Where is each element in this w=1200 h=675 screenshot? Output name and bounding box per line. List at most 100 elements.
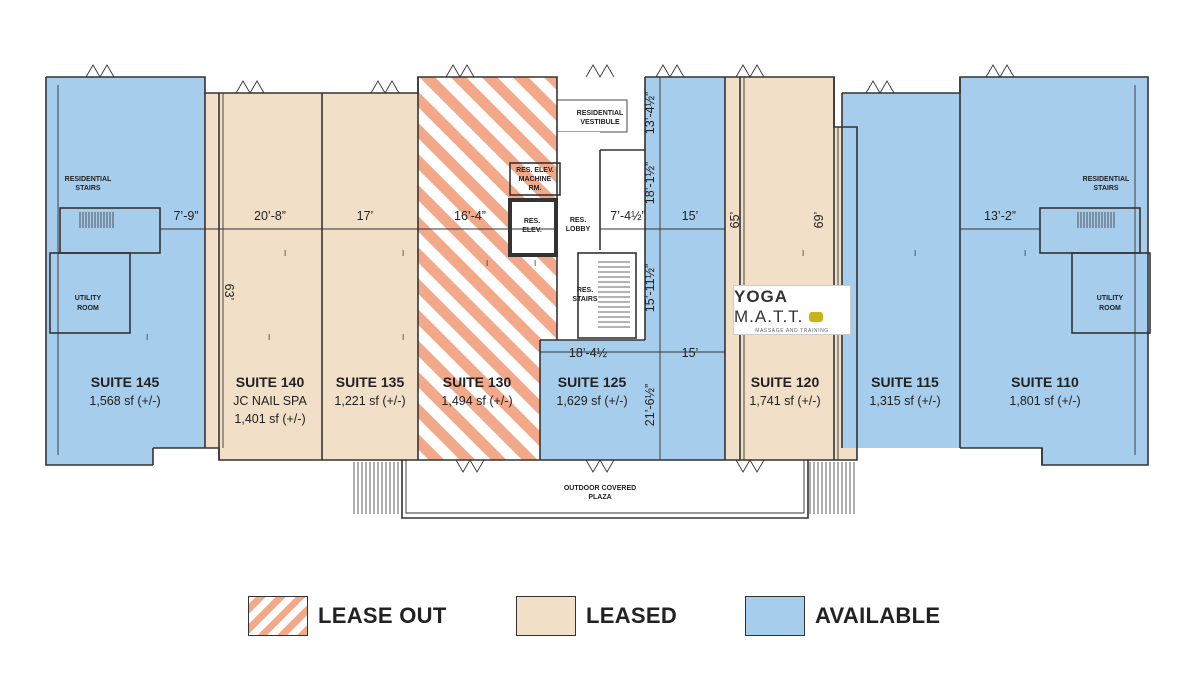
svg-text:I: I (402, 333, 404, 342)
logo-word-b: M.A.T.T. (734, 306, 804, 326)
label-res-stairs-right-2: STAIRS (1093, 185, 1118, 192)
fixture-marks: I I I I I I I I I I (146, 249, 1026, 342)
svg-text:I: I (1024, 249, 1026, 258)
label-res-vestibule-2: VESTIBULE (580, 119, 620, 126)
res-elev-machine-room[interactable] (509, 162, 561, 196)
label-utility-left-1: UTILITY (75, 295, 102, 302)
legend-swatch-available (745, 596, 805, 636)
dimension-labels: 7’-9” 20’-8” 17’ 16’-4” 7’-4½” 15’ 18’-4… (173, 92, 1015, 426)
utility-room-left[interactable] (49, 252, 131, 334)
walls (45, 76, 1149, 466)
dim-w125-bottom-a: 18’-4½ (569, 346, 608, 360)
logo-word-a: YOGA (734, 286, 789, 306)
label-res-lobby-1: RES. (570, 217, 586, 224)
dim-d140: 63’ (222, 284, 236, 301)
dim-w130: 16’-4” (454, 209, 486, 223)
room-labels: RESIDENTIAL STAIRS RESIDENTIAL STAIRS UT… (65, 110, 1130, 501)
suite-140-area-text: 1,401 sf (+/-) (234, 412, 305, 426)
suite-115-area-text: 1,315 sf (+/-) (869, 394, 940, 408)
label-res-stairs-left-2: STAIRS (75, 185, 100, 192)
dim-d125-d: 21’-6½” (643, 384, 657, 426)
legend-swatch-leased (516, 596, 576, 636)
label-res-stairs-center-2: STAIRS (572, 296, 597, 303)
dim-d125-a: 13’-4½” (643, 92, 657, 134)
suite-120-area-text: 1,741 sf (+/-) (749, 394, 820, 408)
dim-w140: 20’-8” (254, 209, 286, 223)
suite-140-area[interactable] (205, 93, 322, 460)
suite-120-title: SUITE 120 (751, 374, 820, 390)
label-res-elev-machine-1: RES. ELEV. (516, 167, 554, 174)
svg-text:I: I (402, 249, 404, 258)
suite-130-area-text: 1,494 sf (+/-) (441, 394, 512, 408)
suite-140-tenant: JC NAIL SPA (233, 394, 307, 408)
label-res-stairs-left-1: RESIDENTIAL (65, 176, 112, 183)
dim-w125-mid: 15’ (682, 209, 699, 223)
svg-text:I: I (802, 249, 804, 258)
logo-wordmark: YOGA M.A.T.T. (734, 287, 850, 327)
yoga-mat-icon (809, 312, 824, 323)
dim-w145: 7’-9” (173, 209, 198, 223)
label-res-vestibule-1: RESIDENTIAL (577, 110, 624, 117)
utility-room-right[interactable] (1071, 252, 1151, 334)
residential-lobby-core (557, 132, 645, 340)
legend-label-available: AVAILABLE (815, 603, 941, 628)
dim-d125-c: 15’-11½” (643, 264, 657, 312)
label-res-stairs-center-1: RES. (577, 287, 593, 294)
svg-text:I: I (534, 259, 536, 268)
label-utility-right-1: UTILITY (1097, 295, 1124, 302)
suite-135-area-text: 1,221 sf (+/-) (334, 394, 405, 408)
stair-treads (79, 212, 1115, 514)
svg-text:I: I (486, 259, 488, 268)
legend-leased: LEASED (516, 594, 677, 638)
storefront-doors (85, 64, 1015, 473)
dim-d120b: 69’ (812, 212, 826, 229)
suite-labels: SUITE 145 1,568 sf (+/-) SUITE 140 JC NA… (89, 374, 1080, 426)
dim-d125-b: 18’-1½” (643, 162, 657, 204)
dim-w135: 17’ (357, 209, 374, 223)
legend-label-lease-out: LEASE OUT (318, 603, 447, 628)
dim-w125-bottom-b: 15’ (682, 346, 699, 360)
suite-110-area-text: 1,801 sf (+/-) (1009, 394, 1080, 408)
suite-115-area[interactable] (842, 93, 960, 448)
label-plaza-1: OUTDOOR COVERED (564, 485, 636, 492)
label-res-elev-machine-3: RM. (529, 185, 542, 192)
legend-label-leased: LEASED (586, 603, 678, 628)
suite-145-title: SUITE 145 (91, 374, 160, 390)
logo-tagline: MASSAGE AND TRAINING (755, 327, 829, 334)
label-res-elev-machine-2: MACHINE (519, 176, 552, 183)
suite-135-title: SUITE 135 (336, 374, 405, 390)
label-res-lobby-2: LOBBY (566, 226, 591, 233)
label-res-elev-1: RES. (524, 218, 540, 225)
suite-145-area[interactable] (46, 77, 205, 465)
svg-text:I: I (284, 249, 286, 258)
dim-w110: 13’-2” (984, 209, 1016, 223)
label-plaza-2: PLAZA (588, 494, 611, 501)
suite-110-area[interactable] (960, 77, 1148, 465)
legend-swatch-lease-out (248, 596, 308, 636)
yoga-matt-logo: YOGA M.A.T.T. MASSAGE AND TRAINING (733, 285, 851, 335)
svg-text:I: I (914, 249, 916, 258)
dimension-lines (160, 77, 1040, 460)
svg-text:I: I (146, 333, 148, 342)
suite-125-area-text: 1,629 sf (+/-) (556, 394, 627, 408)
outdoor-plaza (401, 460, 809, 519)
dim-w125-top: 7’-4½” (610, 209, 645, 223)
res-elevator[interactable] (508, 198, 558, 257)
legend-available: AVAILABLE (745, 594, 940, 638)
suite-135-area[interactable] (322, 93, 418, 460)
suite-130-title: SUITE 130 (443, 374, 512, 390)
suite-140-title: SUITE 140 (236, 374, 305, 390)
suite-110-title: SUITE 110 (1011, 374, 1079, 390)
residential-core (49, 99, 1151, 340)
svg-text:I: I (268, 333, 270, 342)
label-utility-right-2: ROOM (1099, 305, 1121, 312)
legend-lease-out: LEASE OUT (248, 594, 447, 638)
suites-layer (46, 77, 1148, 465)
suite-120-area[interactable] (725, 77, 857, 460)
suite-125-title: SUITE 125 (558, 374, 627, 390)
label-res-stairs-right-1: RESIDENTIAL (1083, 176, 1130, 183)
suite-145-area-text: 1,568 sf (+/-) (89, 394, 160, 408)
res-stairs-center[interactable] (577, 252, 637, 339)
suite-130-area[interactable] (418, 77, 557, 460)
